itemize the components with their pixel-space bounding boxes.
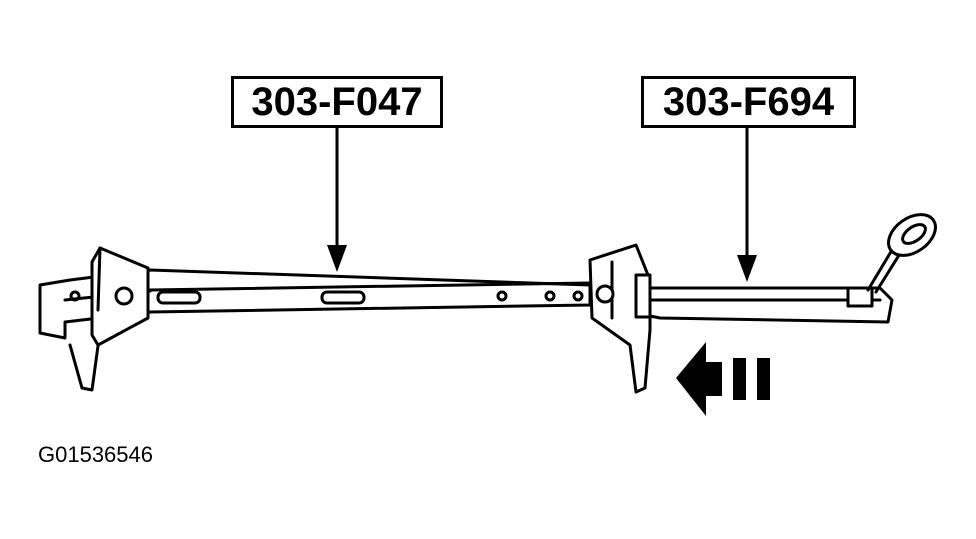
left-bracket xyxy=(68,246,150,392)
tool-label-303-F047: 303-F047 xyxy=(231,76,443,128)
figure-id: G01536546 xyxy=(38,442,153,467)
main-bar-tool xyxy=(38,268,592,340)
arrowhead-b xyxy=(737,255,757,282)
eye-bolt xyxy=(846,213,937,308)
right-bracket xyxy=(588,243,652,394)
arrowhead-a xyxy=(327,245,347,272)
tool-label-303-F694: 303-F694 xyxy=(641,76,856,128)
direction-arrow-icon xyxy=(676,342,770,416)
